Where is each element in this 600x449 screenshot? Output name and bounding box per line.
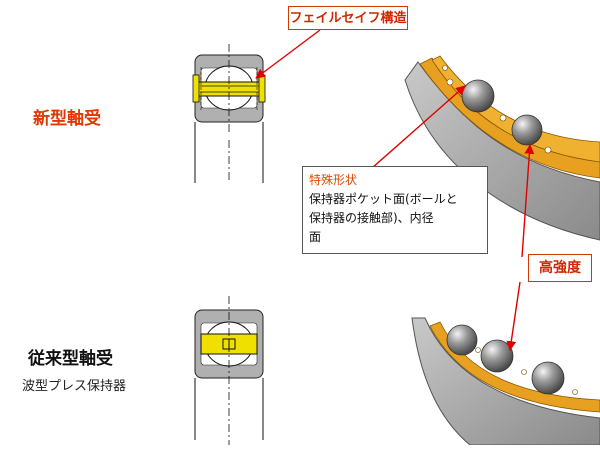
- special-shape-callout: 特殊形状 保持器ポケット面(ボールと 保持器の接触部)、内径 面: [302, 166, 488, 254]
- strength-arrow-top: [521, 144, 535, 258]
- new-bearing-label: 新型軸受: [33, 109, 101, 129]
- failsafe-arrow: [255, 29, 321, 79]
- new-cage: [197, 81, 262, 97]
- failsafe-callout: フェイルセイフ構造: [288, 6, 408, 30]
- special-shape-body-line: 保持器の接触部)、内径: [309, 211, 434, 225]
- new-bearing-render: [404, 55, 600, 241]
- new-bearing-section: [192, 44, 266, 183]
- conventional-bearing-render: [411, 317, 600, 446]
- strength-arrow-bottom: [506, 281, 521, 351]
- conventional-bearing-label: 従来型軸受: [28, 349, 113, 369]
- special-shape-arrow: [371, 85, 466, 169]
- conventional-cage-label: 波型プレス保持器: [22, 379, 127, 394]
- special-shape-body-line: 保持器ポケット面(ボールと: [309, 192, 458, 206]
- render-ball: [461, 79, 495, 113]
- special-shape-body-line: 面: [309, 230, 322, 244]
- render-ball: [511, 114, 543, 146]
- special-shape-title: 特殊形状: [309, 173, 358, 187]
- conventional-bearing-section: [194, 296, 264, 445]
- high-strength-callout: 高強度: [528, 254, 592, 282]
